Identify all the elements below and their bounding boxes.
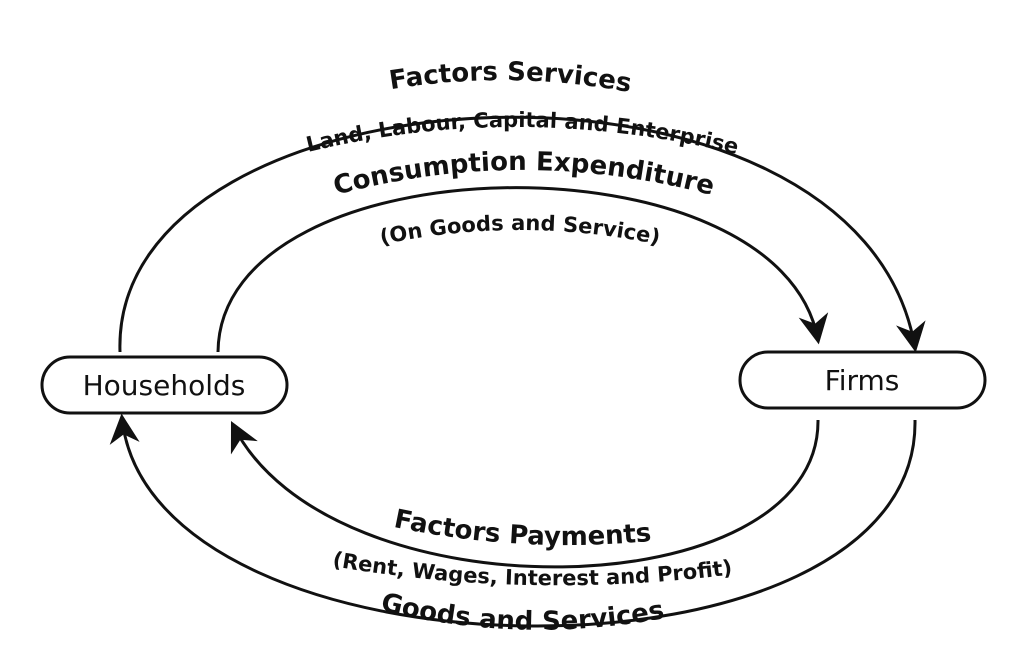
goods-and-services-flow [109, 413, 917, 628]
goods-and-services-title: Goods and Services [378, 588, 666, 637]
households-label: Households [83, 369, 246, 402]
consumption-expenditure-flow [216, 186, 829, 353]
factor-payments-title: Factors Payments [392, 504, 653, 552]
consumption-expenditure-title: Consumption Expenditure [330, 147, 717, 202]
firms-label: Firms [825, 364, 900, 397]
factor-services-title: Factors Services [387, 57, 634, 99]
factor-payments-flow [230, 419, 820, 569]
households-node: Households [40, 355, 289, 415]
firms-node: Firms [738, 350, 987, 410]
consumption-expenditure-detail: (On Goods and Service) [378, 211, 663, 250]
factor-services-flow [118, 115, 926, 353]
